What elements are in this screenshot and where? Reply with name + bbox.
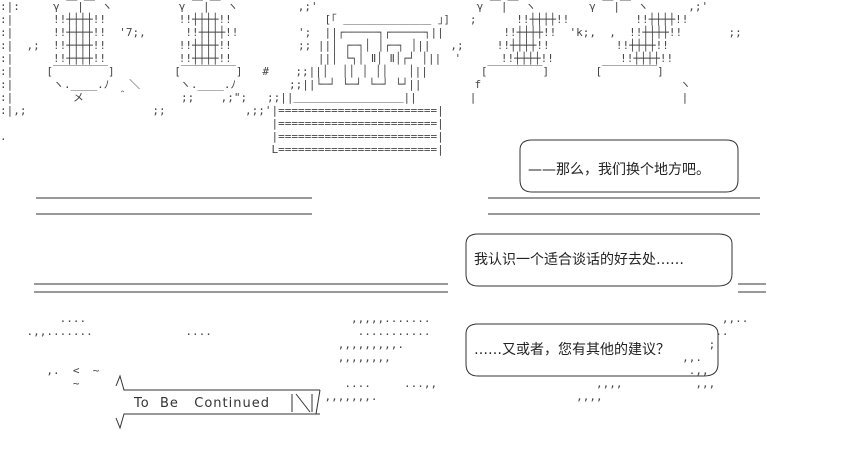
dialogue-line-1: ——那么，我们换个地方吧。 bbox=[528, 162, 710, 178]
dialogue-line-3: ……又或者，您有其他的建议？ bbox=[474, 342, 670, 358]
dialogue-line-2: 我认识一个适合谈话的好去处…… bbox=[474, 252, 684, 268]
to-be-continued-caption: To Be Continued bbox=[134, 396, 270, 411]
